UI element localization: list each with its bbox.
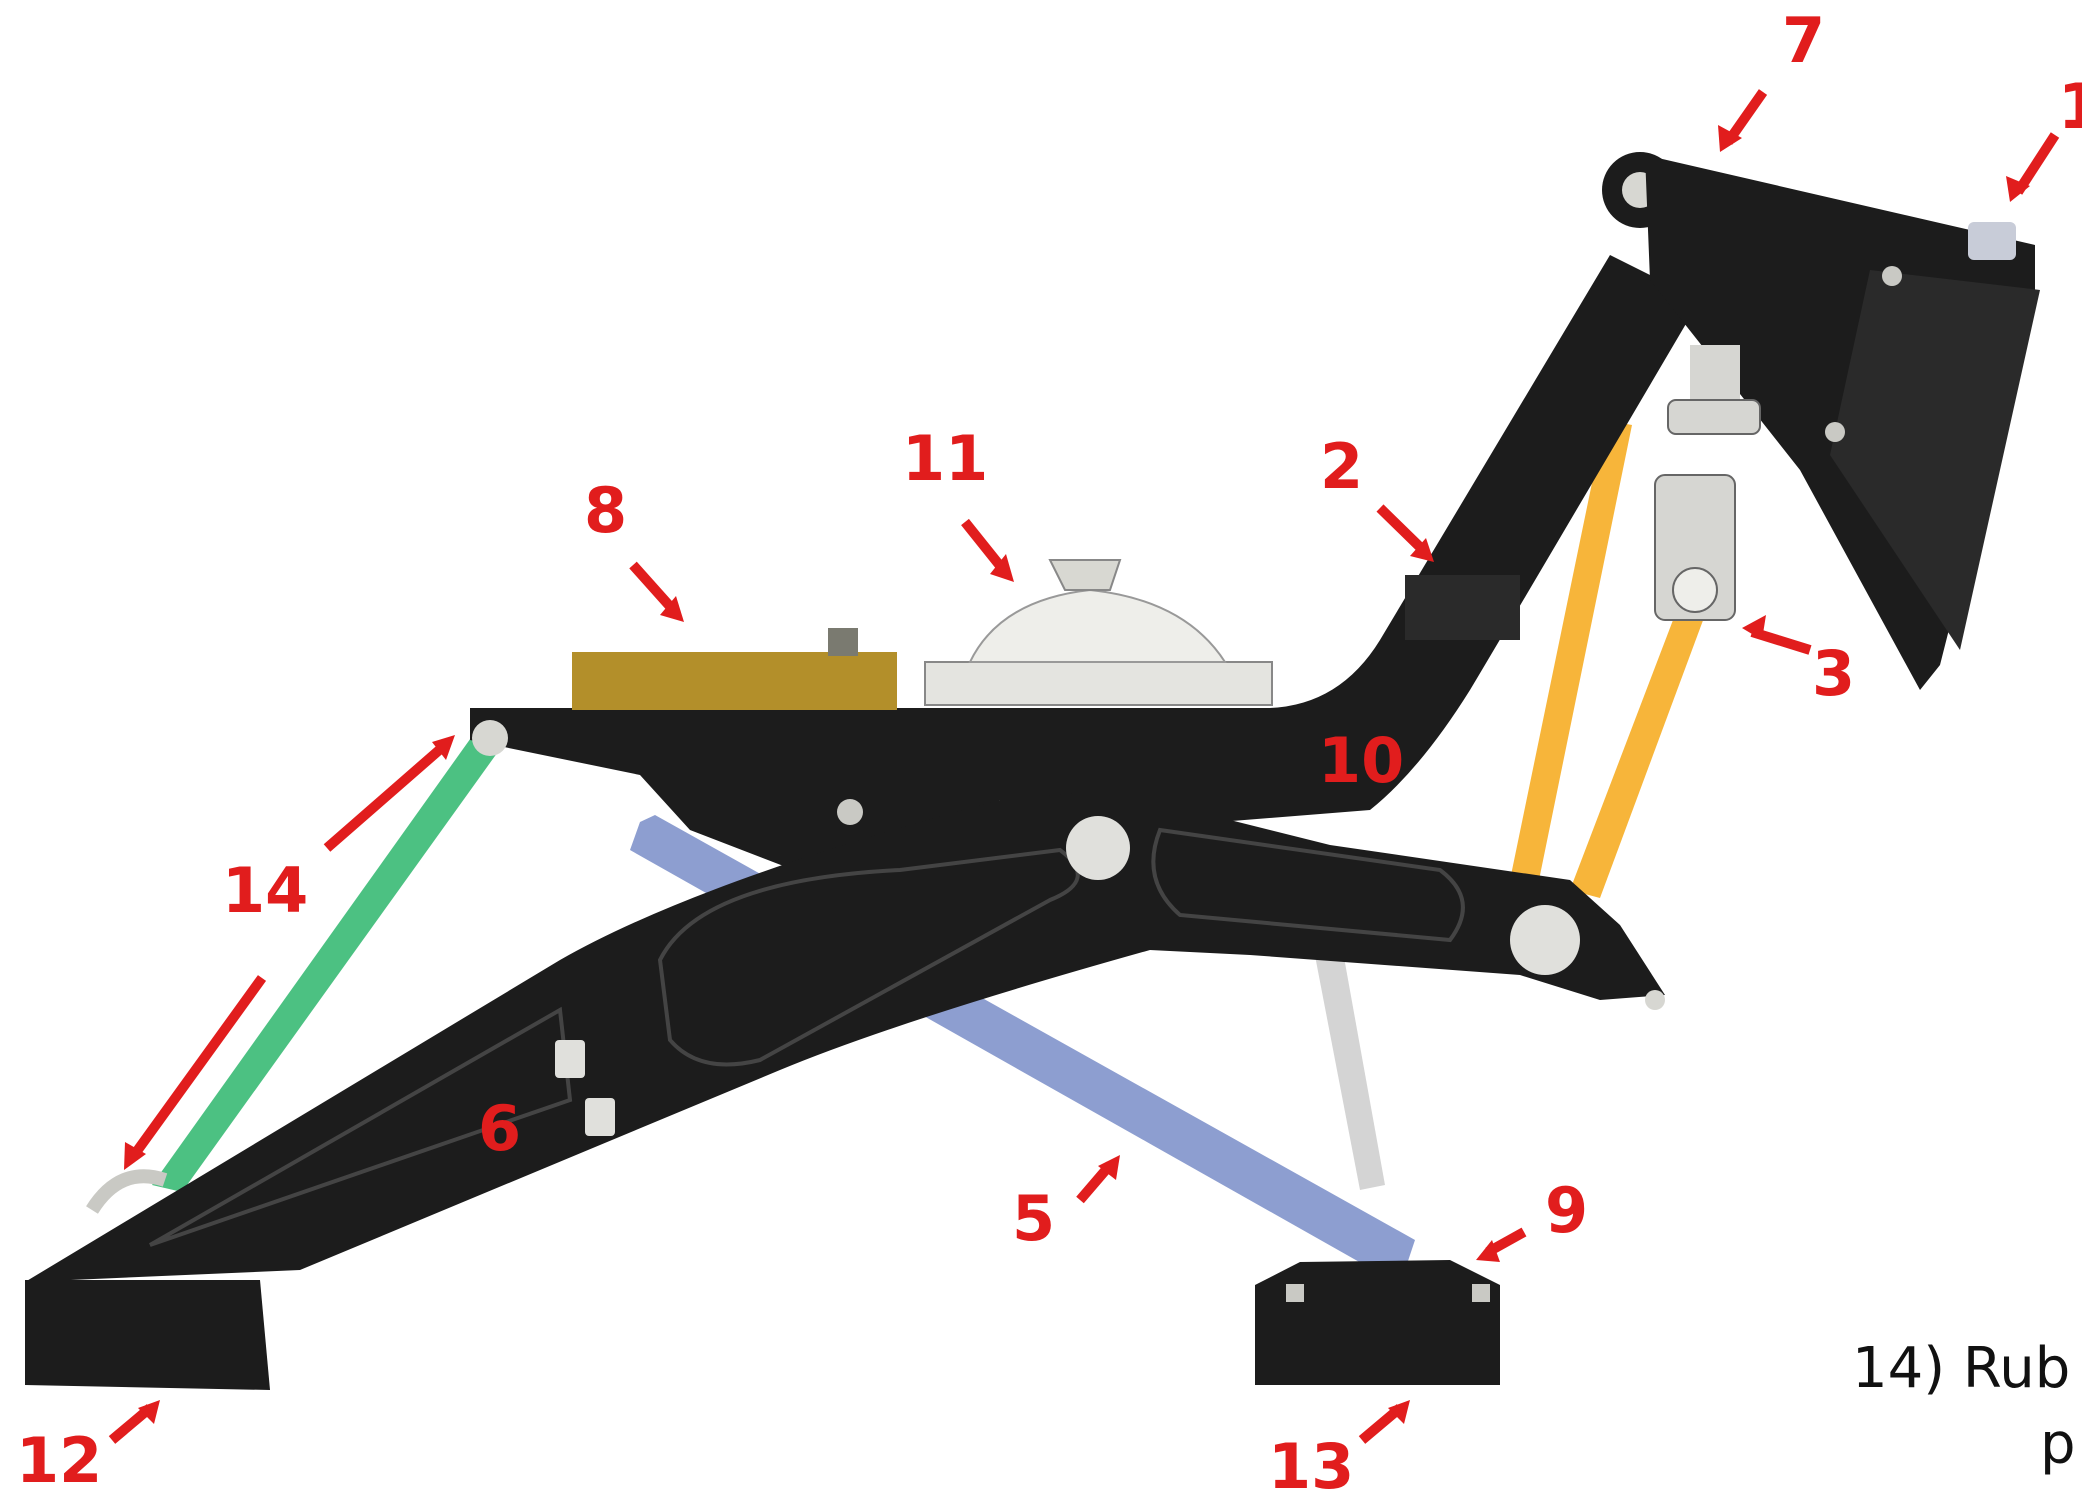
arrowhead-2 <box>1410 538 1434 562</box>
hook <box>86 1169 168 1214</box>
arrowhead-14-upper <box>432 735 455 760</box>
dome-base <box>924 661 1273 706</box>
green-link <box>152 728 505 1192</box>
orange-link-left <box>1510 420 1632 885</box>
main-arm <box>25 790 1665 1282</box>
arrowhead-8 <box>660 596 684 622</box>
arrowheads <box>124 125 2030 1424</box>
rear-foot-cap-left <box>1286 1284 1304 1302</box>
arm-groove-2 <box>1151 827 1465 943</box>
callout-10: 10 <box>1318 724 1404 797</box>
pivot-left <box>472 720 508 756</box>
gold-block-knob <box>828 628 858 656</box>
callout-14-upper: 14 <box>222 854 308 927</box>
callout-6: 9 <box>1545 1174 1588 1247</box>
arrow-14-lower <box>127 975 267 1161</box>
magnet-1 <box>555 1040 585 1078</box>
lower-arm <box>25 1280 270 1390</box>
callout-11: 11 <box>902 422 988 495</box>
callout-7: 6 <box>478 1092 521 1165</box>
shaft-collar <box>1667 399 1761 435</box>
arrow-8 <box>629 561 679 616</box>
arrowhead-14-lower <box>124 1142 146 1170</box>
arrowhead-9 <box>1718 125 1742 152</box>
gold-block <box>572 652 897 710</box>
arrow-14-upper <box>323 741 449 852</box>
callout-3: 3 <box>1812 637 1855 710</box>
dome-handle <box>1048 559 1122 591</box>
rear-foot-cap-right <box>1472 1284 1490 1302</box>
callout-2: 2 <box>1320 430 1363 503</box>
housing-panel <box>1830 270 2040 650</box>
arrowhead-5 <box>1098 1155 1120 1180</box>
caption-line-1: 14) Rub <box>1852 1336 2071 1401</box>
housing-bolt-2 <box>1825 422 1845 442</box>
upper-frame <box>470 255 1700 880</box>
callout-13: 13 <box>1268 1430 1354 1500</box>
arrowhead-3 <box>1742 615 1766 640</box>
arrowhead-6 <box>1476 1240 1500 1262</box>
rear-foot <box>1255 1260 1500 1385</box>
callout-5: 5 <box>1012 1182 1055 1255</box>
dome <box>968 588 1227 663</box>
pivot-center <box>1066 816 1130 880</box>
housing-bolt-1 <box>1882 266 1902 286</box>
callout-12: 12 <box>16 1424 102 1497</box>
orange-link-right <box>1570 607 1705 898</box>
arrow-2 <box>1376 504 1429 556</box>
micro-switch <box>1405 575 1520 640</box>
pivot-right <box>1510 905 1580 975</box>
bolt-1 <box>837 799 863 825</box>
arrowhead-11 <box>990 554 1014 582</box>
pivot-tail <box>1645 990 1665 1010</box>
arrowhead-13 <box>1388 1400 1410 1424</box>
caption-line-2: p <box>2040 1412 2076 1477</box>
callout-1: 1 <box>2058 70 2082 143</box>
housing-connector <box>1968 222 2016 260</box>
grey-strut <box>1312 935 1385 1190</box>
arrow-1 <box>2013 132 2060 195</box>
callout-9: 7 <box>1782 4 1825 77</box>
arrowhead-1 <box>2006 176 2030 202</box>
shaft-barrel-hole <box>1672 567 1718 613</box>
callout-8: 8 <box>584 474 627 547</box>
arrowhead-12 <box>138 1400 160 1424</box>
magnet-2 <box>585 1098 615 1136</box>
